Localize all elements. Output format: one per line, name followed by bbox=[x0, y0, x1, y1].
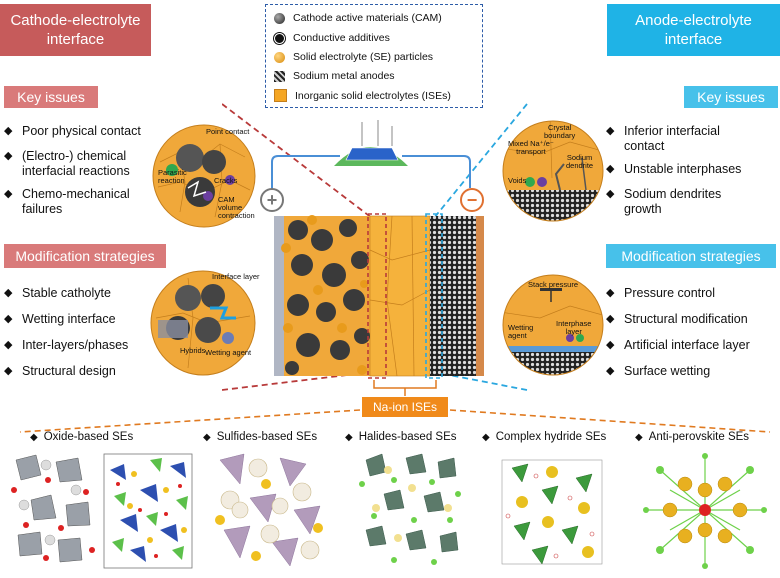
label-point-contact: Point contact bbox=[206, 127, 250, 136]
cathode-issues-illustration bbox=[152, 124, 256, 228]
ise-swatch bbox=[274, 89, 287, 102]
label-wetting-agent-right: Wetting agent bbox=[508, 323, 534, 340]
se-swatch bbox=[274, 51, 285, 63]
oxide-structure-1 bbox=[11, 454, 95, 563]
label-mixed-transport: Mixed Na⁺/e⁻ transport bbox=[508, 139, 554, 156]
left-issue-3: Chemo-mechanical failures bbox=[4, 187, 164, 217]
left-issue-2: (Electro-) chemical interfacial reaction… bbox=[4, 149, 164, 179]
label-parasitic-reaction: Parasitic reaction bbox=[158, 168, 187, 185]
left-strategies-list: Stable catholyte Wetting interface Inter… bbox=[4, 286, 164, 379]
left-strategies-label: Modification strategies bbox=[4, 244, 166, 268]
legend-ise: Inorganic solid electrolytes (ISEs) bbox=[274, 89, 451, 102]
label-interface-layer: Interface layer bbox=[212, 272, 260, 281]
anode-header: Anode-electrolyte interface bbox=[607, 4, 780, 56]
anode-strategies-illustration bbox=[502, 274, 604, 376]
legend-box: Cathode active materials (CAM) Conductiv… bbox=[265, 4, 483, 108]
right-strategies-list: Pressure control Structural modification… bbox=[606, 286, 776, 379]
cathode-strategies-illustration bbox=[150, 270, 256, 376]
battery-illustration bbox=[222, 103, 528, 391]
left-key-issues-label: Key issues bbox=[4, 86, 98, 108]
right-issue-2: Unstable interphases bbox=[606, 162, 776, 177]
right-issue-1: Inferior interfacial contact bbox=[606, 124, 776, 154]
right-strategy-1: Pressure control bbox=[606, 286, 776, 301]
se-title-sulfide: Sulfides-based SEs bbox=[203, 431, 317, 443]
left-key-issues-list: Poor physical contact (Electro-) chemica… bbox=[4, 124, 164, 217]
legend-cam: Cathode active materials (CAM) bbox=[274, 12, 442, 24]
se-title-anti-perovskite: Anti-perovskite SEs bbox=[635, 431, 749, 443]
se-title-halide: Halides-based SEs bbox=[345, 431, 457, 443]
sulfide-structure bbox=[215, 453, 323, 567]
left-strategy-3: Inter-layers/phases bbox=[4, 338, 164, 353]
cathode-header: Cathode-electrolyte interface bbox=[0, 4, 151, 56]
right-issue-3: Sodium dendrites growth bbox=[606, 187, 776, 217]
cam-swatch bbox=[274, 12, 285, 24]
label-cam-volume: CAM volume contraction bbox=[218, 195, 255, 220]
legend-sodium: Sodium metal anodes bbox=[274, 70, 395, 82]
label-interphase-layer: Interphase layer bbox=[556, 319, 592, 336]
anti-perovskite-structure bbox=[643, 453, 767, 569]
na-ion-bracket bbox=[19, 380, 771, 433]
oxide-structure-2 bbox=[103, 453, 193, 569]
left-strategy-2: Wetting interface bbox=[4, 312, 164, 327]
complex-hydride-structure bbox=[501, 459, 603, 565]
label-stack-pressure: Stack pressure bbox=[528, 280, 579, 289]
label-hybrids: Hybrids bbox=[180, 346, 206, 355]
negative-terminal-icon: − bbox=[466, 190, 478, 210]
left-issue-1: Poor physical contact bbox=[4, 124, 164, 139]
se-title-oxide: Oxide-based SEs bbox=[30, 431, 134, 443]
right-strategy-3: Artificial interface layer bbox=[606, 338, 776, 353]
sodium-swatch bbox=[274, 70, 285, 82]
label-wetting-agent-left: Wetting agent bbox=[205, 348, 252, 357]
legend-conductive: Conductive additives bbox=[274, 32, 390, 44]
conductive-swatch bbox=[274, 32, 285, 44]
right-strategy-2: Structural modification bbox=[606, 312, 776, 327]
legend-se: Solid electrolyte (SE) particles bbox=[274, 51, 433, 63]
left-strategy-4: Structural design bbox=[4, 364, 164, 379]
left-strategy-1: Stable catholyte bbox=[4, 286, 164, 301]
positive-terminal-icon: + bbox=[266, 190, 278, 210]
label-sodium-dendrite: Sodium dendrite bbox=[566, 153, 594, 170]
anode-issues-illustration bbox=[502, 120, 604, 222]
right-strategies-label: Modification strategies bbox=[606, 244, 776, 268]
label-voids: Voids bbox=[508, 176, 527, 185]
halide-structure bbox=[359, 453, 461, 565]
na-ion-label: Na-ion ISEs bbox=[362, 397, 448, 417]
label-crystal-boundary: Crystal boundary bbox=[544, 123, 576, 140]
right-strategy-4: Surface wetting bbox=[606, 364, 776, 379]
right-key-issues-list: Inferior interfacial contact Unstable in… bbox=[606, 124, 776, 217]
right-key-issues-label: Key issues bbox=[684, 86, 778, 108]
label-cracks: Cracks bbox=[214, 176, 238, 185]
se-title-complex-hydride: Complex hydride SEs bbox=[482, 431, 607, 443]
